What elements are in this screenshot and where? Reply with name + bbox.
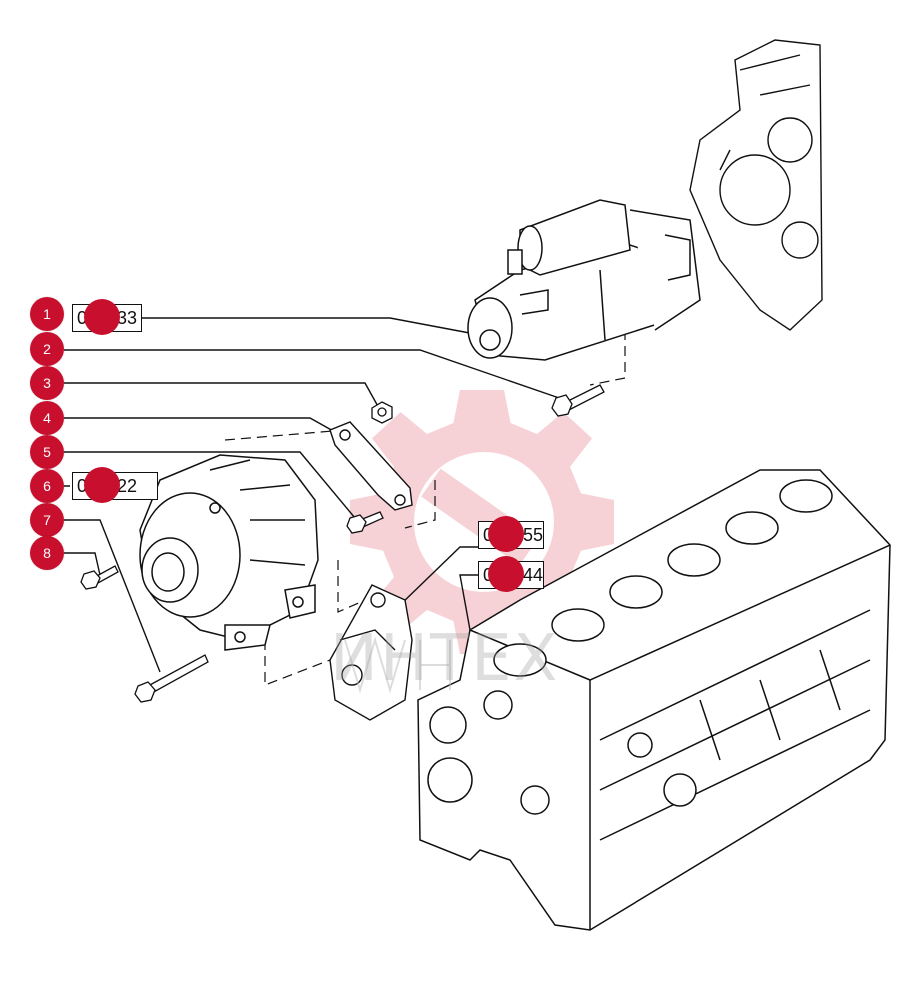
callout-4[interactable]: 4: [30, 401, 64, 435]
long-bolt-7: [134, 654, 209, 703]
callout-1-number: 1: [43, 306, 51, 322]
alternator: [139, 454, 319, 651]
callout-3-number: 3: [43, 375, 51, 391]
bolt-5: [346, 511, 384, 534]
plate-bracket-4: [329, 421, 413, 511]
callout-8[interactable]: 8: [30, 536, 64, 570]
watermark-text: ИНТЕХ: [330, 622, 560, 696]
ref-hotspot-alternator[interactable]: [84, 467, 120, 503]
callout-5-number: 5: [43, 444, 51, 460]
callout-6[interactable]: 6: [30, 469, 64, 503]
engine-block: [417, 469, 891, 931]
callout-5[interactable]: 5: [30, 435, 64, 469]
callout-2[interactable]: 2: [30, 332, 64, 366]
callout-7[interactable]: 7: [30, 503, 64, 537]
starter-motor: [467, 199, 701, 361]
callout-3[interactable]: 3: [30, 366, 64, 400]
callout-2-number: 2: [43, 341, 51, 357]
callout-4-number: 4: [43, 410, 51, 426]
ref-hotspot-block[interactable]: [488, 556, 524, 592]
callout-6-number: 6: [43, 478, 51, 494]
nut-3: [371, 401, 393, 424]
callout-1[interactable]: 1: [30, 297, 64, 331]
callout-7-number: 7: [43, 512, 51, 528]
callout-8-number: 8: [43, 545, 51, 561]
ref-hotspot-starter[interactable]: [84, 299, 120, 335]
bolt-8: [80, 565, 119, 590]
assembly-dashed-lines: [224, 330, 626, 686]
watermark-text-art: [344, 636, 451, 694]
ref-hotspot-bracket[interactable]: [488, 516, 524, 552]
cylinder-head: [689, 39, 823, 331]
bolt-2: [551, 384, 605, 417]
